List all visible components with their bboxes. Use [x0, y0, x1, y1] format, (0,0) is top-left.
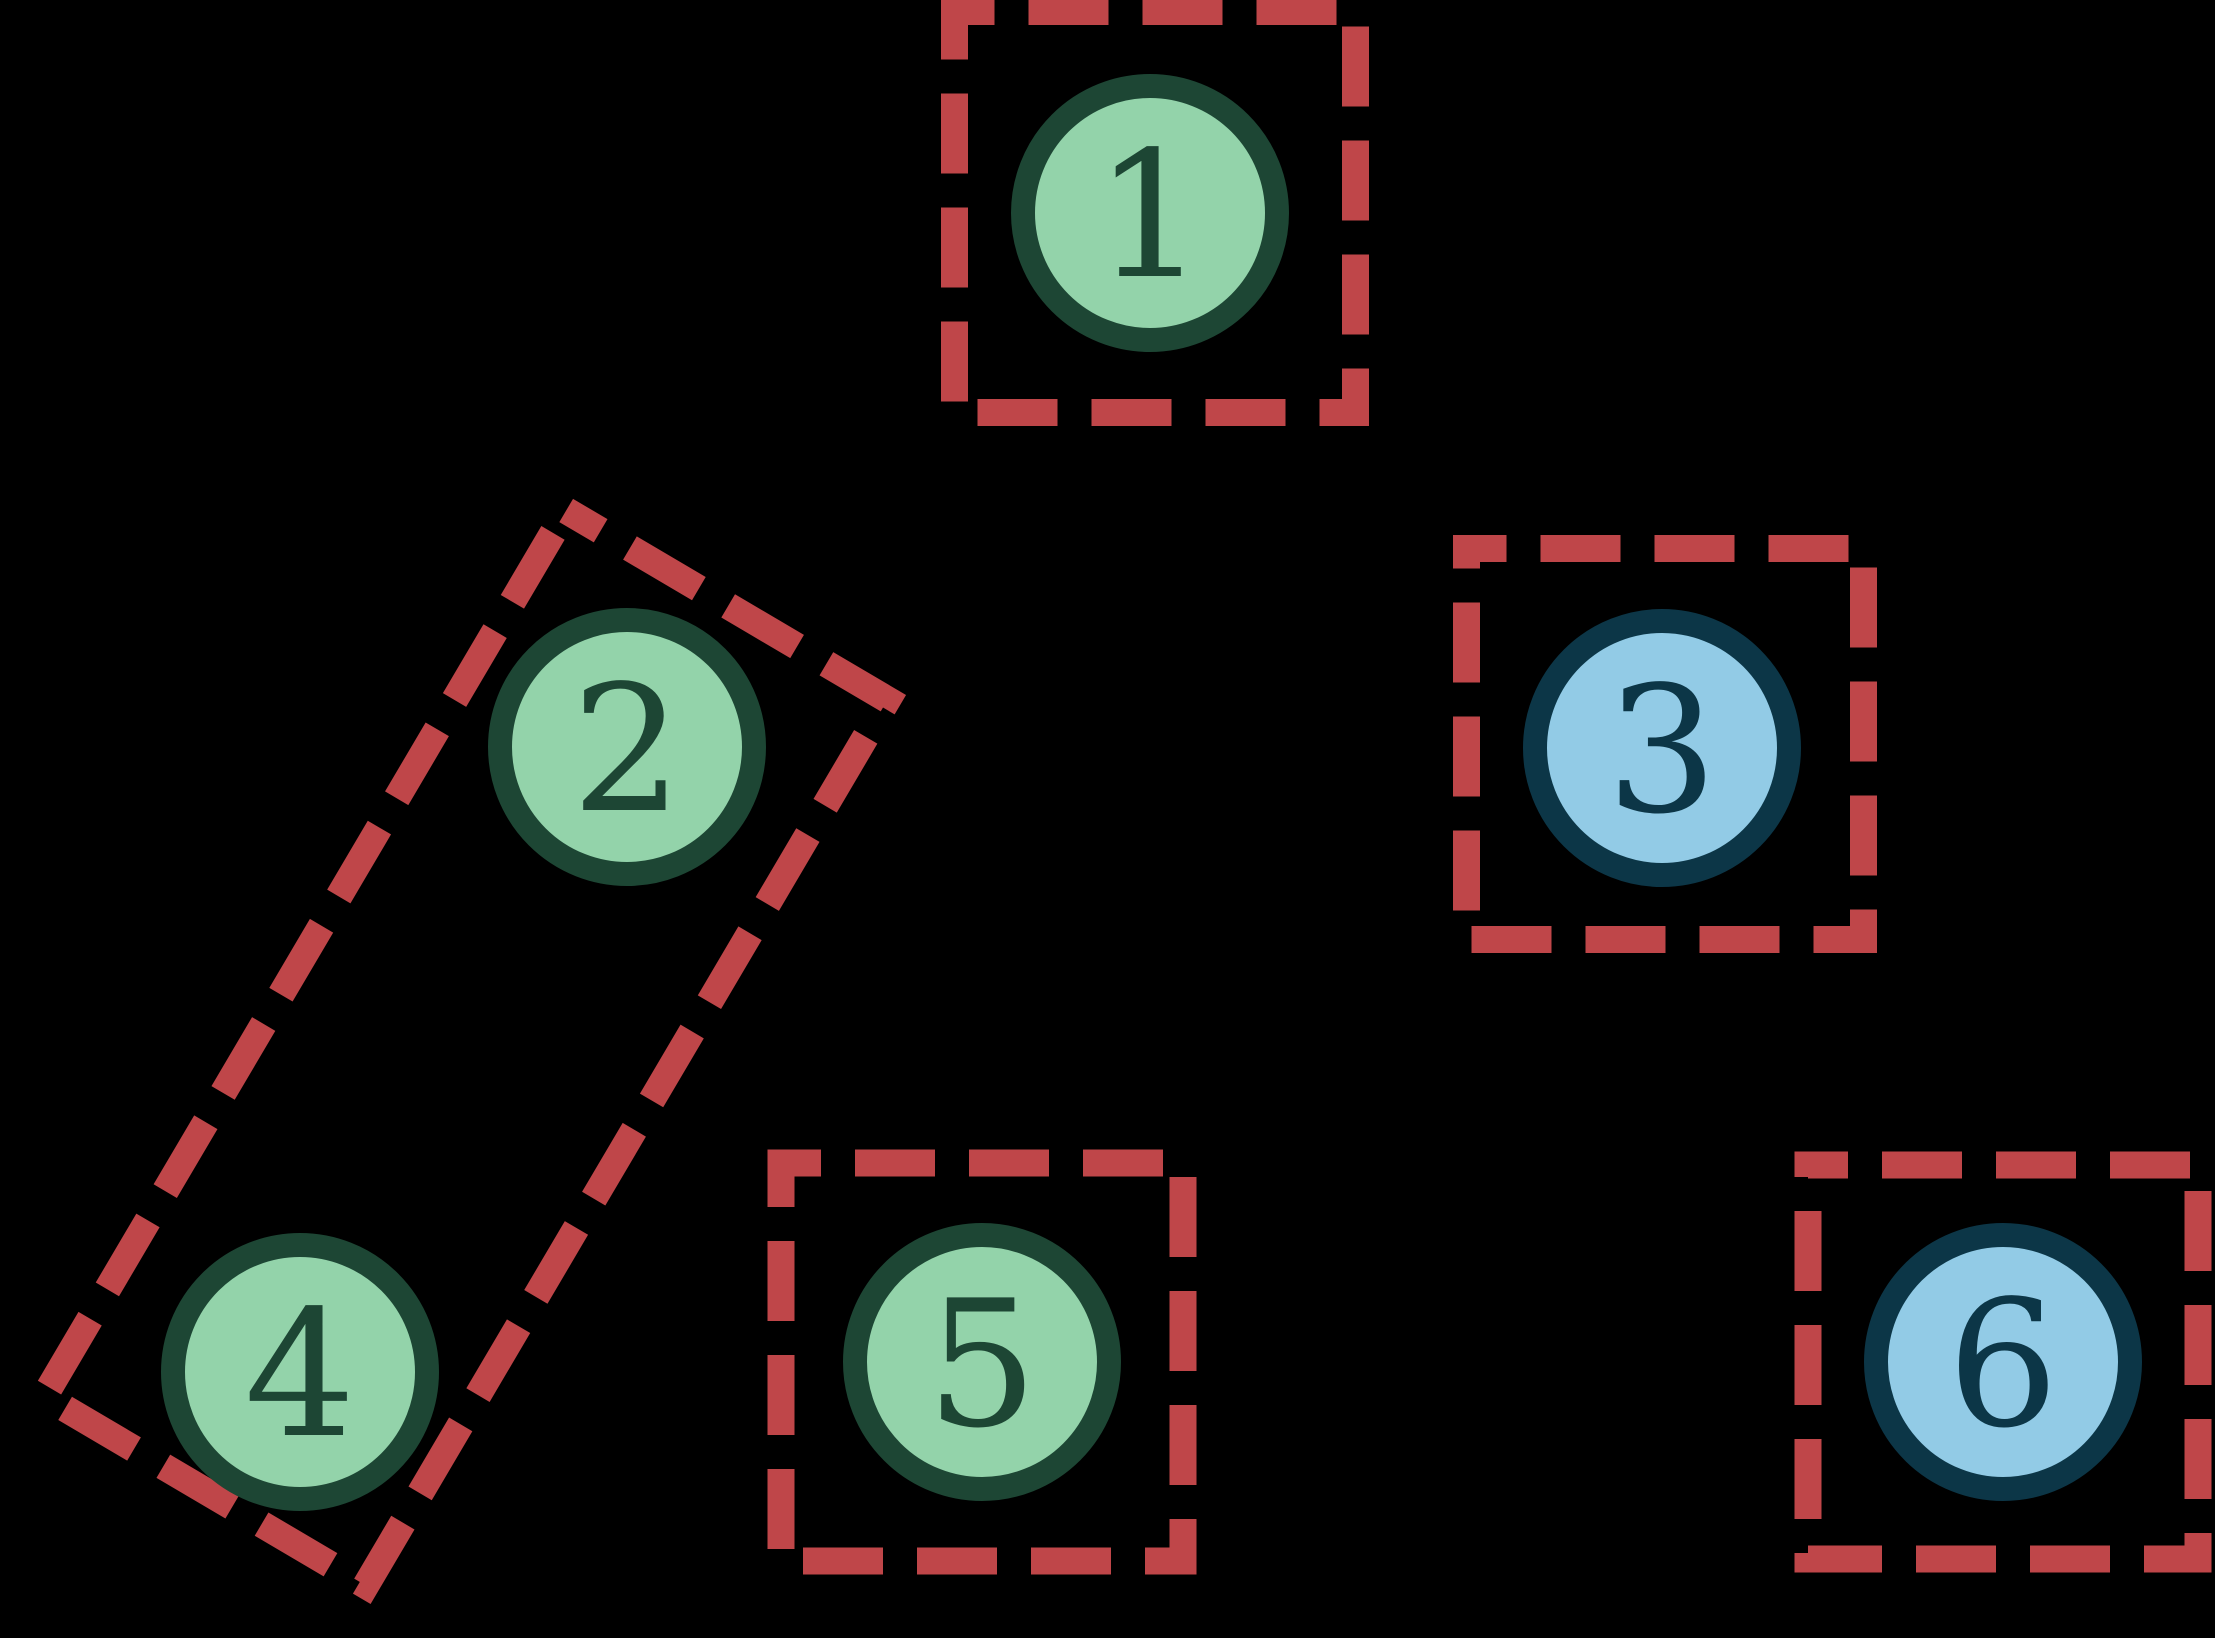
node-circle-5 [843, 1223, 1121, 1501]
group-box-2-4 [25, 491, 907, 1605]
node-circle-2 [488, 608, 766, 886]
node-label-2: 2 [571, 649, 682, 852]
group-box-6 [1794, 1151, 2212, 1573]
node-4: 4 [161, 1233, 439, 1511]
node-5: 5 [843, 1223, 1121, 1501]
node-circle-1 [1011, 74, 1289, 352]
group-box-5 [767, 1149, 1197, 1575]
node-6: 6 [1864, 1223, 2142, 1501]
group-box-3 [1453, 535, 1877, 953]
node-2: 2 [488, 608, 766, 886]
node-label-4: 4 [244, 1274, 355, 1477]
node-circle-6 [1864, 1223, 2142, 1501]
node-circle-4 [161, 1233, 439, 1511]
node-1: 1 [1011, 74, 1289, 352]
node-3: 3 [1523, 609, 1801, 887]
node-label-6: 6 [1947, 1264, 2058, 1467]
group-box-1 [941, 0, 1369, 426]
node-circle-3 [1523, 609, 1801, 887]
node-label-3: 3 [1606, 650, 1717, 853]
node-label-1: 1 [1094, 115, 1205, 318]
node-label-5: 5 [926, 1264, 1037, 1467]
